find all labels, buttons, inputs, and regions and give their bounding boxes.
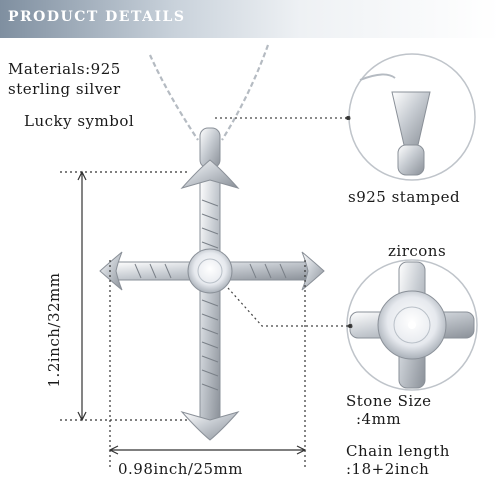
zoom-bail-circle — [348, 53, 476, 181]
stone-size-label-line2: :4mm — [356, 410, 402, 428]
dimension-lines — [60, 170, 307, 470]
materials-label-line2: sterling silver — [8, 80, 121, 98]
chain-length-label-line1: Chain length — [346, 442, 450, 460]
materials-label-line1: Materials:925 — [8, 60, 121, 78]
stamped-label: s925 stamped — [348, 188, 461, 206]
leader-lines — [215, 115, 353, 329]
height-dimension-label: 1.2inch/32mm — [45, 272, 63, 388]
width-dimension-label: 0.98inch/25mm — [118, 460, 244, 478]
chain-length-label-line2: :18+2inch — [346, 460, 430, 478]
stone-size-label-line1: Stone Size — [346, 392, 432, 410]
cross-pendant — [99, 159, 325, 441]
zircons-label: zircons — [388, 242, 447, 260]
chain — [148, 44, 270, 141]
zoom-stone-circle — [346, 259, 478, 391]
lucky-symbol-label: Lucky symbol — [24, 112, 135, 130]
header-title: PRODUCT DETAILS — [8, 9, 186, 25]
header-band — [0, 0, 500, 38]
